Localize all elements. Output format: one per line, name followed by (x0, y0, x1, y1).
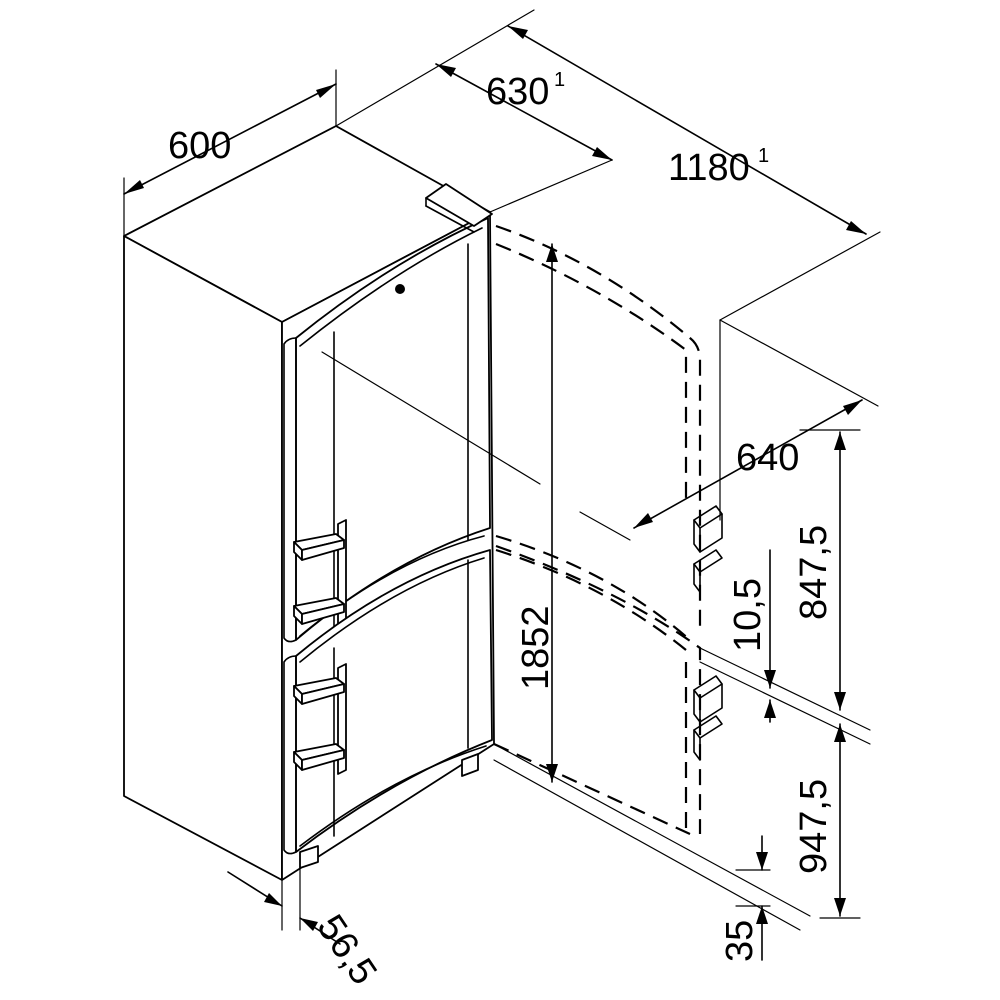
label-lower-door-height: 947,5 (793, 779, 835, 874)
label-door-width: 640 (736, 437, 799, 479)
lower-door-handles (293, 663, 347, 775)
top-hinge (425, 183, 493, 227)
lower-door-panel (295, 549, 493, 853)
label-height: 1852 (515, 605, 557, 690)
label-width: 600 (168, 125, 231, 167)
dimension-lines (123, 25, 867, 961)
knob-icon (395, 284, 405, 294)
lower-door (283, 549, 493, 869)
label-depth-door-open-note: 1 (758, 145, 769, 167)
label-depth-note: 1 (554, 69, 565, 91)
cabinet-left-side (123, 235, 283, 881)
open-door-outline (493, 224, 723, 835)
extension-lines (123, 9, 881, 931)
label-gap: 10,5 (727, 578, 769, 652)
label-plinth-height: 35 (719, 920, 761, 962)
label-depth-door-open: 1180 (668, 147, 750, 189)
label-depth: 630 (486, 71, 549, 113)
label-handle-depth: 56,5 (309, 908, 385, 993)
label-upper-door-height: 847,5 (793, 525, 835, 620)
